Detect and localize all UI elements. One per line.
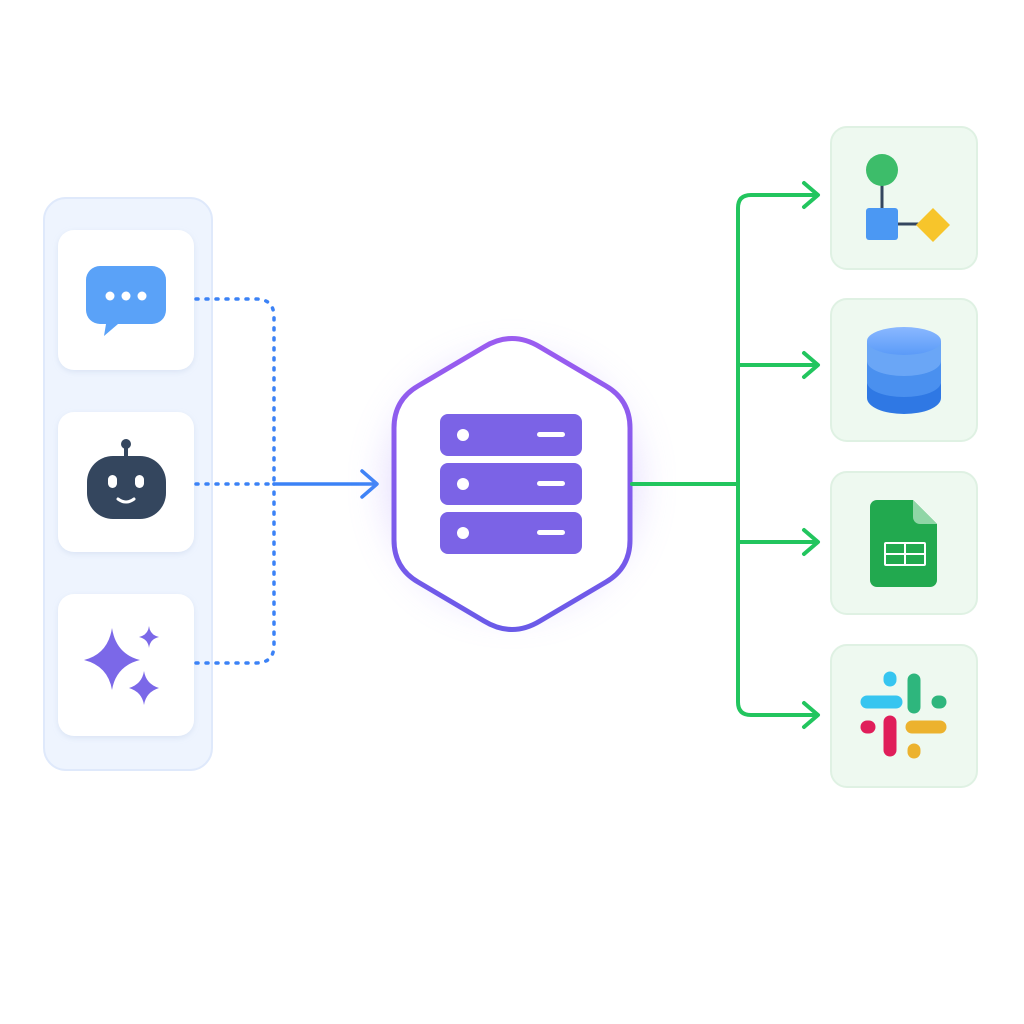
slack-icon: [860, 671, 947, 759]
robot-icon: [87, 439, 166, 519]
destination-tile-workflow[interactable]: [830, 126, 978, 270]
source-card-ai[interactable]: [58, 594, 194, 736]
link-chat: [194, 297, 276, 486]
workflow-icon: [866, 154, 950, 242]
destination-tile-slack[interactable]: [830, 644, 978, 788]
destination-tile-sheets[interactable]: [830, 471, 978, 615]
database-icon: [867, 327, 941, 414]
chat-bubble-icon: [86, 266, 166, 336]
spreadsheet-icon: [870, 500, 937, 587]
link-trunk: [736, 193, 818, 486]
arrowhead-sheets: [802, 528, 820, 556]
hub[interactable]: [391, 336, 633, 632]
sparkles-icon: [84, 626, 159, 705]
source-panel: [43, 197, 213, 771]
source-card-bot[interactable]: [58, 412, 194, 552]
arrowhead-hub: [360, 469, 379, 499]
link-ai: [194, 482, 276, 665]
source-card-chat[interactable]: [58, 230, 194, 370]
arrowhead-slack: [802, 701, 820, 729]
destination-tile-database[interactable]: [830, 298, 978, 442]
server-stack-icon: [440, 414, 582, 554]
destination-links: [630, 181, 820, 729]
arrowhead-database: [802, 351, 820, 379]
source-links: [194, 297, 379, 665]
arrowhead-workflow: [802, 181, 820, 209]
